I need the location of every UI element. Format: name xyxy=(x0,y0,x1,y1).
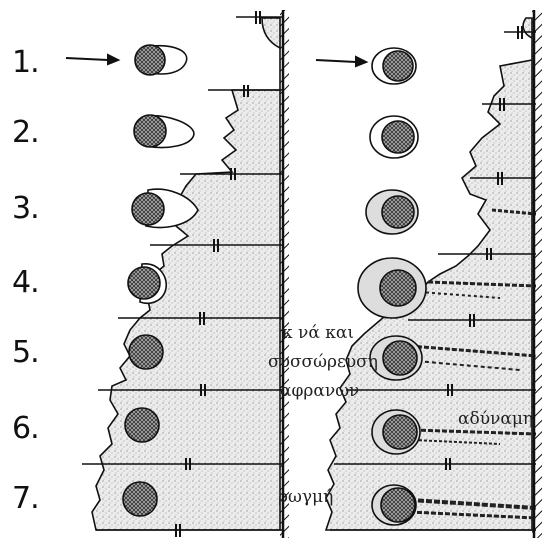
stage-label-6: 6. xyxy=(12,411,39,446)
annotation-label: συσσώρευση xyxy=(268,352,378,372)
right-wall xyxy=(532,10,542,538)
annotation-label: αδύναμη xyxy=(458,409,533,429)
stage-label-2: 2. xyxy=(12,115,39,150)
annotation-label: κ νά και xyxy=(282,323,354,343)
stage-label-1: 1. xyxy=(12,45,39,80)
left-wall xyxy=(280,10,289,538)
stage-label-5: 5. xyxy=(12,335,39,370)
annotation-label: ρωγμή xyxy=(278,487,333,507)
stage-label-4: 4. xyxy=(12,265,39,300)
stage-label-7: 7. xyxy=(12,481,39,516)
annotation-label: αφρανών xyxy=(280,381,359,401)
stage-label-3: 3. xyxy=(12,191,39,226)
